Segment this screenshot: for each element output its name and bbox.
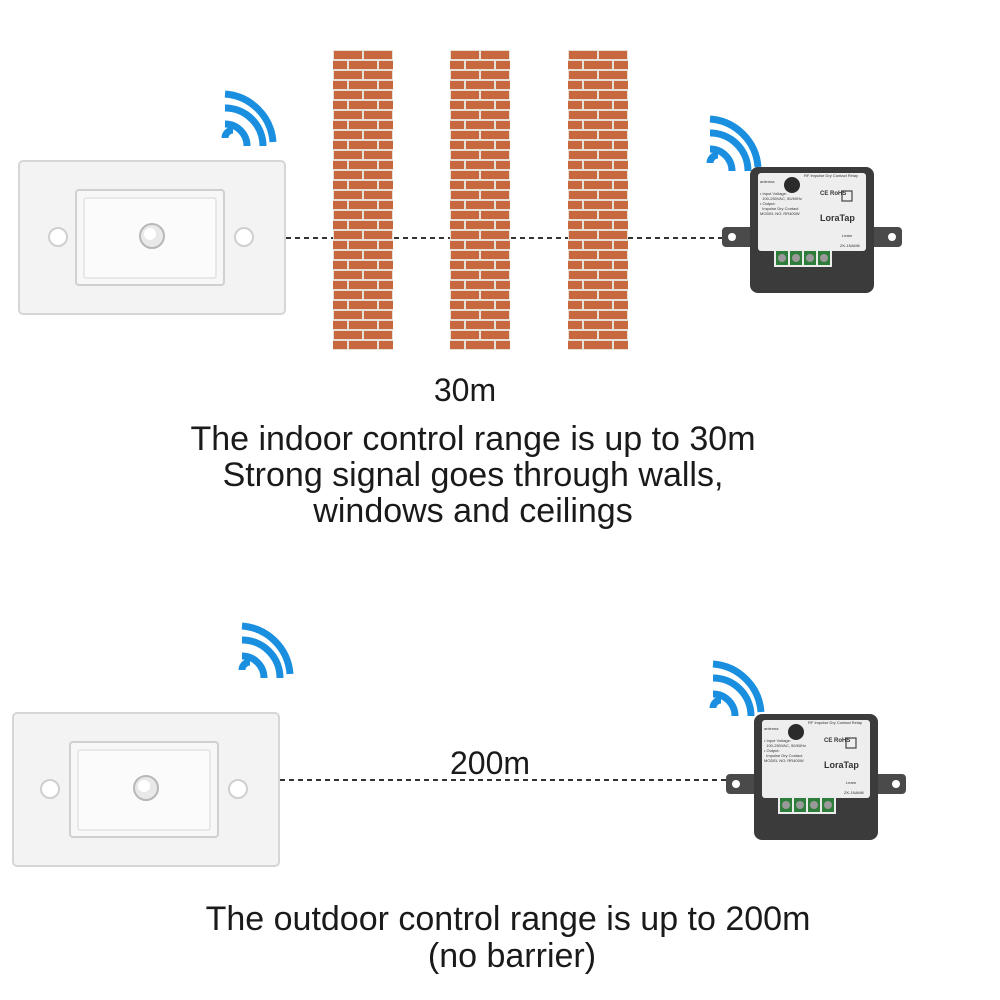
relay-antenna-label: antenna bbox=[764, 726, 779, 731]
brick-wall-icon bbox=[450, 50, 510, 350]
outdoor-distance-label: 200m bbox=[449, 745, 531, 781]
outdoor-relay-module-icon: RF Impulse Dry Contact Relay antenna • I… bbox=[726, 712, 906, 842]
relay-spec-line: Impulse Dry Contact bbox=[764, 753, 803, 758]
indoor-wall-switch-icon bbox=[18, 160, 286, 315]
relay-brand-text: LoraTap bbox=[820, 213, 855, 223]
relay-cert-text: CE RoHS bbox=[824, 738, 851, 744]
relay-header-text: RF Impulse Dry Contact Relay bbox=[804, 173, 859, 178]
indoor-distance-label: 30m bbox=[433, 372, 497, 408]
relay-brand-text: LoraTap bbox=[824, 760, 859, 770]
relay-spec-line: 100-250VAC, 50/60Hz bbox=[764, 743, 806, 748]
brick-wall-icon bbox=[333, 50, 393, 350]
relay-spec-line: Impulse Dry Contact bbox=[760, 206, 799, 211]
outdoor-switch-wifi-icon bbox=[238, 622, 294, 679]
relay-header-text: RF Impulse Dry Contact Relay bbox=[808, 720, 863, 725]
relay-spec-line: MODEL NO: RR400W bbox=[764, 758, 804, 763]
relay-spec-line: • Input Voltage: bbox=[764, 738, 791, 743]
relay-spec-line: • Input Voltage: bbox=[760, 191, 787, 196]
relay-spec-line: • Output: bbox=[760, 201, 776, 206]
indoor-relay-module-icon: RF Impulse Dry Contact Relay antenna • I… bbox=[722, 165, 902, 295]
brick-wall-icon bbox=[568, 50, 628, 350]
indoor-caption-line-3: windows and ceilings bbox=[313, 492, 633, 530]
outdoor-caption-line-2: (no barrier) bbox=[427, 937, 597, 975]
outdoor-wall-switch-icon bbox=[12, 712, 280, 867]
relay-learn-label: Learn bbox=[846, 780, 857, 785]
relay-spec-line: • Output: bbox=[764, 748, 780, 753]
indoor-caption-line-1: The indoor control range is up to 30m bbox=[190, 420, 756, 458]
relay-code-text: ZK-1NAM6 bbox=[840, 243, 860, 248]
indoor-caption-line-2: Strong signal goes through walls, bbox=[222, 456, 724, 494]
relay-learn-label: Learn bbox=[842, 233, 853, 238]
relay-spec-line: 100-250VAC, 50/60Hz bbox=[760, 196, 802, 201]
relay-spec-line: MODEL NO: RR400W bbox=[760, 211, 800, 216]
relay-code-text: ZK-1NAM6 bbox=[844, 790, 864, 795]
outdoor-relay-wifi-icon bbox=[709, 660, 765, 717]
indoor-switch-wifi-icon bbox=[221, 90, 277, 147]
relay-antenna-label: antenna bbox=[760, 179, 775, 184]
outdoor-caption-line-1: The outdoor control range is up to 200m bbox=[205, 900, 811, 938]
relay-cert-text: CE RoHS bbox=[820, 191, 847, 197]
indoor-relay-wifi-icon bbox=[706, 115, 762, 172]
